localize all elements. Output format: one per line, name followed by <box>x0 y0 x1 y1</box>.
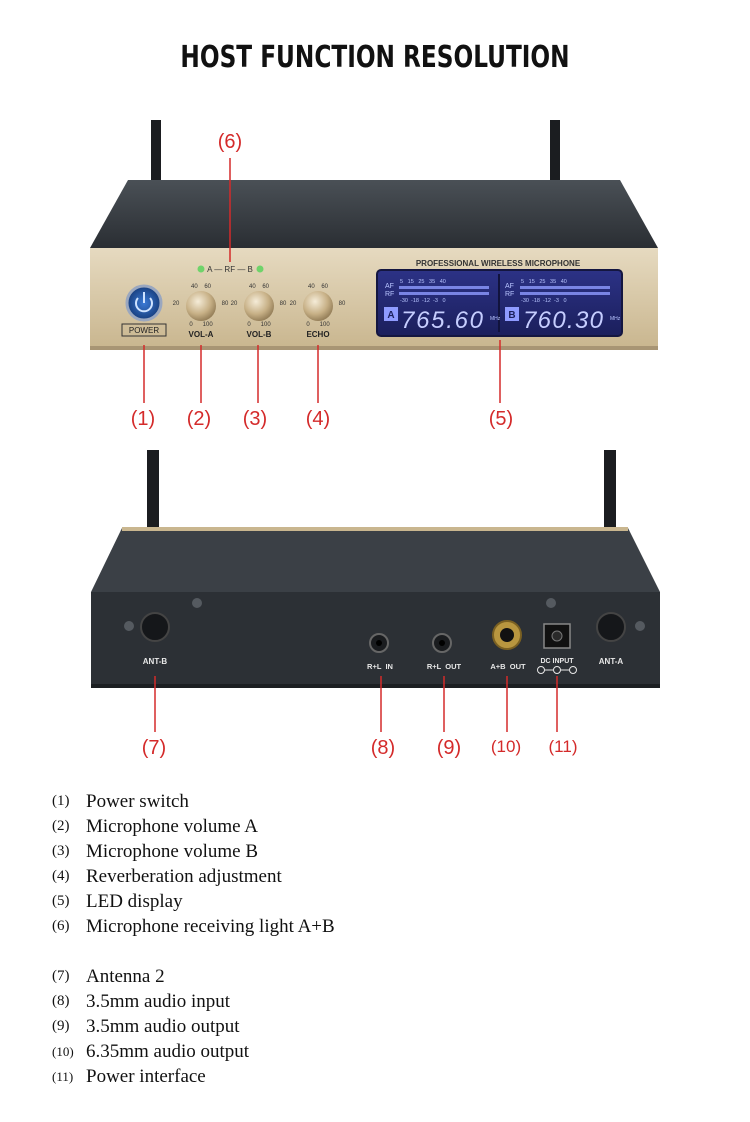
callout-lines-back <box>154 676 558 732</box>
knob-label-echo: ECHO <box>306 330 329 339</box>
svg-text:40 60: 40 60 <box>308 284 329 290</box>
antenna-left <box>151 120 161 192</box>
dc-input-label: DC INPUT <box>540 658 574 665</box>
antenna-right <box>550 120 560 192</box>
svg-text:80: 80 <box>222 301 229 307</box>
legend-item: (5)LED display <box>52 891 183 912</box>
svg-text:MHz: MHz <box>490 316 501 322</box>
svg-text:40 60: 40 60 <box>191 284 212 290</box>
legend-item: (4)Reverberation adjustment <box>52 866 282 887</box>
legend-item: (6)Microphone receiving light A+B <box>52 916 335 937</box>
legend-item: (7)Antenna 2 <box>52 966 165 987</box>
callout-6: (6) <box>217 131 243 153</box>
callout-9: (9) <box>436 737 462 759</box>
page-title: HOST FUNCTION RESOLUTION <box>180 40 570 75</box>
back-unit: ANT-B ANT-A R+L IN R+L OUT A+B OUT DC IN… <box>91 450 660 688</box>
callout-4: (4) <box>305 408 331 430</box>
ant-a-connector[interactable] <box>596 612 626 642</box>
svg-text:0 100: 0 100 <box>306 322 330 328</box>
knob-label-vol-b: VOL-B <box>247 330 272 339</box>
svg-text:0 100: 0 100 <box>189 322 213 328</box>
ant-b-label: ANT-B <box>143 657 168 666</box>
svg-text:-30 -18 -12 -3 0: -30 -18 -12 -3 0 <box>400 298 446 304</box>
svg-text:20: 20 <box>231 301 238 307</box>
rf-light-b <box>256 265 264 273</box>
ant-b-connector[interactable] <box>140 612 170 642</box>
callout-10: (10) <box>490 737 522 756</box>
power-label: POWER <box>129 326 159 335</box>
svg-text:80: 80 <box>280 301 287 307</box>
rf-light-a <box>197 265 205 273</box>
power-icon <box>135 297 153 313</box>
callout-2: (2) <box>186 408 212 430</box>
frequency-a: 765.60 <box>401 307 484 334</box>
svg-text:AF: AF <box>385 283 394 290</box>
svg-text:-30 -18 -12 -3 0: -30 -18 -12 -3 0 <box>521 298 567 304</box>
knob-vol-a[interactable]: 40 60 20 80 0 100 VOL-A <box>173 284 229 339</box>
svg-text:RF: RF <box>505 291 514 298</box>
front-unit: POWER A — RF — B 40 60 20 80 0 100 VOL-A… <box>90 120 658 350</box>
knob-vol-b[interactable]: 40 60 20 80 0 100 VOL-B <box>231 284 287 339</box>
callout-7: (7) <box>141 737 167 759</box>
svg-text:5 15 25 35 40: 5 15 25 35 40 <box>400 279 446 285</box>
rl-out-label: R+L OUT <box>427 662 462 671</box>
knob-echo[interactable]: 40 60 20 80 0 100 ECHO <box>290 284 346 339</box>
svg-text:20: 20 <box>173 301 180 307</box>
rl-in-label: R+L IN <box>367 662 393 671</box>
callout-8: (8) <box>370 737 396 759</box>
legend-group-2: (7)Antenna 2 (8)3.5mm audio input (9)3.5… <box>52 964 249 1089</box>
callout-1: (1) <box>130 408 156 430</box>
svg-text:40 60: 40 60 <box>249 284 270 290</box>
legend-item: (8)3.5mm audio input <box>52 991 231 1012</box>
svg-text:B: B <box>508 310 515 321</box>
svg-text:80: 80 <box>339 301 346 307</box>
callout-3: (3) <box>242 408 268 430</box>
callout-5: (5) <box>488 408 514 430</box>
legend-item: (9)3.5mm audio output <box>52 1016 240 1037</box>
lcd-channel-a: AF RF 5 15 25 35 40 -30 -18 -12 -3 0 A 7… <box>384 279 501 334</box>
frequency-b: 760.30 <box>523 307 604 334</box>
dc-polarity-icon <box>537 666 577 674</box>
product-illustration: POWER A — RF — B 40 60 20 80 0 100 VOL-A… <box>90 120 660 732</box>
svg-text:0 100: 0 100 <box>247 322 271 328</box>
svg-text:RF: RF <box>385 291 394 298</box>
legend-item: (10)6.35mm audio output <box>52 1041 250 1062</box>
svg-text:MHz: MHz <box>610 316 621 322</box>
callout-11: (11) <box>548 737 578 756</box>
chassis-top <box>90 180 658 248</box>
display-title: PROFESSIONAL WIRELESS MICROPHONE <box>416 259 581 268</box>
svg-text:5 15 25 35 40: 5 15 25 35 40 <box>521 279 567 285</box>
ant-a-label: ANT-A <box>599 657 624 666</box>
legend-group-1: (1)Power switch (2)Microphone volume A (… <box>52 789 335 939</box>
callout-lines-front <box>143 158 501 403</box>
svg-text:AF: AF <box>505 283 514 290</box>
ab-out-label: A+B OUT <box>490 662 526 671</box>
legend-item: (1)Power switch <box>52 791 189 812</box>
legend-item: (2)Microphone volume A <box>52 816 259 837</box>
knob-label-vol-a: VOL-A <box>189 330 214 339</box>
rf-label: A — RF — B <box>207 265 253 274</box>
legend-item: (3)Microphone volume B <box>52 841 259 862</box>
svg-text:20: 20 <box>290 301 297 307</box>
back-chassis-top <box>91 528 660 592</box>
svg-text:A: A <box>387 310 394 321</box>
legend-item: (11)Power interface <box>52 1066 206 1087</box>
